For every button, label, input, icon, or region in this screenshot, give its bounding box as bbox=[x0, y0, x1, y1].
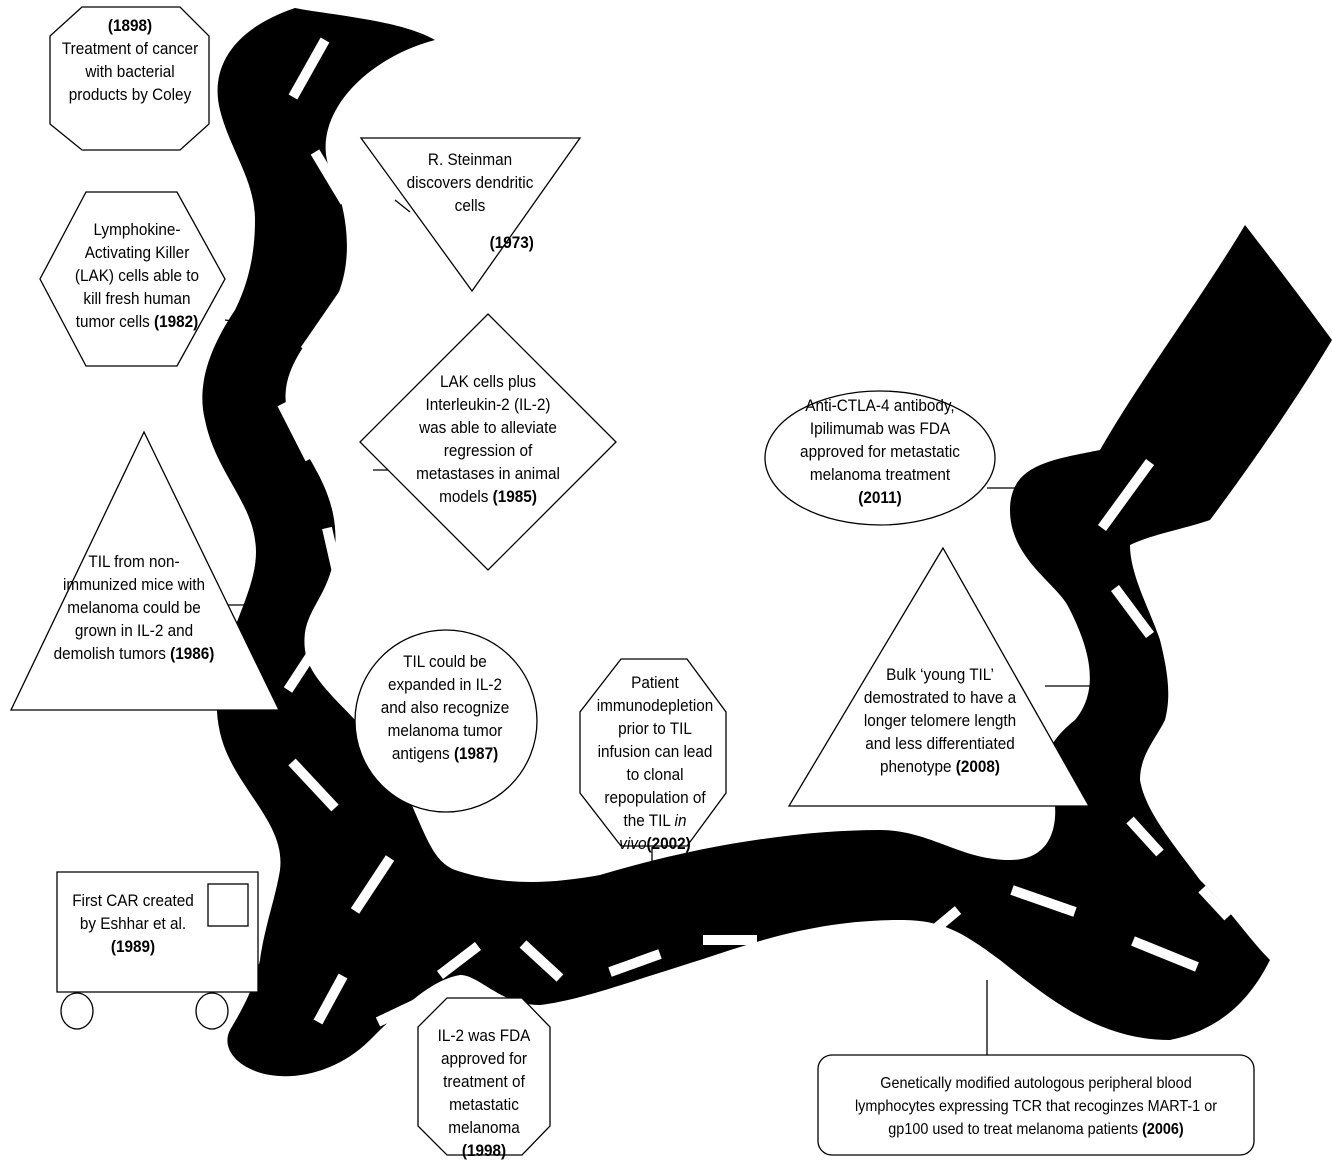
year-1898: (1898) bbox=[107, 16, 153, 35]
label-1986: TIL from non-immunized mice with melanom… bbox=[53, 550, 215, 665]
label-2011: Anti-CTLA-4 antibody, Ipilimumab was FDA… bbox=[790, 394, 970, 509]
label-1898: (1898) Treatment of cancer with bacteria… bbox=[60, 14, 200, 106]
label-1998: IL-2 was FDA approved for treatment of m… bbox=[421, 1024, 547, 1162]
year-1982: (1982) bbox=[154, 312, 199, 331]
text-1973: R. Steinman discovers dendritic cells bbox=[406, 150, 534, 215]
label-1987: TIL could be expanded in IL-2 and also r… bbox=[376, 650, 515, 765]
lane-dashes bbox=[277, 37, 1232, 1027]
cart-window bbox=[207, 883, 249, 927]
year-1986: (1986) bbox=[170, 644, 215, 663]
text-1989: First CAR created by Eshhar et al. bbox=[72, 891, 194, 933]
text-1985: LAK cells plus Interleukin-2 (IL-2) was … bbox=[416, 372, 560, 506]
text-2008: Bulk ‘young TIL’ demostrated to have a l… bbox=[863, 665, 1017, 776]
text-2002: Patient immunodepletion prior to TIL inf… bbox=[596, 673, 714, 830]
connector-lines bbox=[220, 199, 1100, 1055]
year-2002: (2002) bbox=[646, 834, 691, 853]
year-2008: (2008) bbox=[955, 757, 1000, 776]
text-1898: Treatment of cancer with bacterial produ… bbox=[61, 39, 199, 104]
triangle-2008 bbox=[787, 546, 1091, 807]
triangle-1973 bbox=[359, 137, 582, 293]
text-2006: Genetically modified autologous peripher… bbox=[854, 1075, 1217, 1138]
octagon-1898 bbox=[49, 6, 210, 151]
road bbox=[202, 8, 1332, 1077]
text-2011: Anti-CTLA-4 antibody, Ipilimumab was FDA… bbox=[800, 396, 960, 484]
label-1985: LAK cells plus Interleukin-2 (IL-2) was … bbox=[411, 370, 566, 508]
triangle-1986 bbox=[9, 430, 281, 711]
label-2006: Genetically modified autologous peripher… bbox=[840, 1072, 1232, 1141]
hexagon-1982 bbox=[39, 191, 226, 367]
year-1989: (1989) bbox=[110, 937, 156, 956]
diamond-1985 bbox=[359, 313, 617, 571]
label-1989: First CAR created by Eshhar et al. (1989… bbox=[66, 889, 201, 958]
label-2008: Bulk ‘young TIL’ demostrated to have a l… bbox=[859, 663, 1021, 778]
rounded-box-2006 bbox=[817, 1054, 1255, 1156]
milestone-shapes bbox=[9, 6, 1255, 1156]
ellipse-2011 bbox=[764, 390, 996, 526]
cart-wheel-right bbox=[195, 992, 229, 1030]
year-1987: (1987) bbox=[453, 744, 499, 763]
year-2006: (2006) bbox=[1142, 1121, 1184, 1138]
label-2002: Patient immunodepletion prior to TIL inf… bbox=[597, 671, 714, 855]
circle-1987 bbox=[354, 629, 538, 813]
label-1982: Lymphokine-Activating Killer (LAK) cells… bbox=[70, 218, 205, 333]
text-1982: Lymphokine-Activating Killer (LAK) cells… bbox=[74, 220, 200, 331]
year-1985: (1985) bbox=[492, 487, 537, 506]
cart-wheel-left bbox=[60, 992, 94, 1030]
text-1987: TIL could be expanded in IL-2 and also r… bbox=[380, 652, 510, 763]
year-1998: (1998) bbox=[461, 1141, 507, 1160]
hexagon-2002 bbox=[579, 658, 727, 847]
octagon-1998 bbox=[417, 997, 551, 1156]
text-1998: IL-2 was FDA approved for treatment of m… bbox=[437, 1026, 531, 1137]
year-2011: (2011) bbox=[858, 488, 902, 507]
year-1973: (1973) bbox=[489, 233, 534, 252]
label-1973: R. Steinman discovers dendritic cells (1… bbox=[403, 148, 538, 254]
text-1986: TIL from non-immunized mice with melanom… bbox=[53, 552, 205, 663]
italic-in-vivo: in vivo bbox=[619, 811, 687, 853]
